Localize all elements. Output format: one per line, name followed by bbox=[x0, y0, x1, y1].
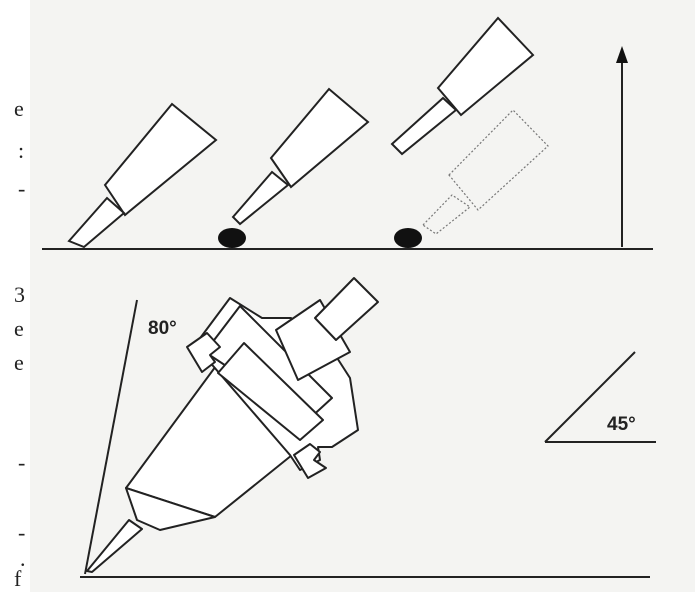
edge-fragment: 3 bbox=[14, 282, 25, 307]
dispenser-tilted-assembly bbox=[86, 277, 379, 573]
edge-fragment: - bbox=[18, 450, 26, 475]
dispenser-nozzle-retracted bbox=[390, 16, 535, 156]
angle-80-label: 80° bbox=[148, 318, 177, 339]
dispenser-nozzle-touching bbox=[67, 102, 218, 249]
process-diagram: 80° 45° bbox=[42, 16, 656, 578]
edge-fragment: f bbox=[14, 566, 22, 591]
edge-fragment: e bbox=[14, 350, 24, 375]
edge-fragment: . bbox=[20, 546, 26, 571]
edge-fragment: : bbox=[18, 138, 25, 163]
dispenser-ghost-outline bbox=[422, 109, 549, 235]
adhesive-dot bbox=[394, 228, 422, 248]
edge-fragment: e bbox=[14, 96, 24, 121]
edge-fragment: e bbox=[14, 316, 24, 341]
edge-fragment: - bbox=[18, 520, 26, 545]
edge-fragment: - bbox=[18, 176, 26, 201]
adhesive-dot bbox=[218, 228, 246, 248]
lift-direction-arrow bbox=[616, 46, 628, 247]
angle-reference-line bbox=[84, 299, 138, 575]
dispenser-nozzle-lifted bbox=[231, 87, 370, 226]
angle-45-label: 45° bbox=[607, 414, 636, 435]
left-text-fragments: e : - 3 e e - - . f bbox=[0, 0, 30, 592]
angle-45-marker bbox=[544, 351, 656, 443]
